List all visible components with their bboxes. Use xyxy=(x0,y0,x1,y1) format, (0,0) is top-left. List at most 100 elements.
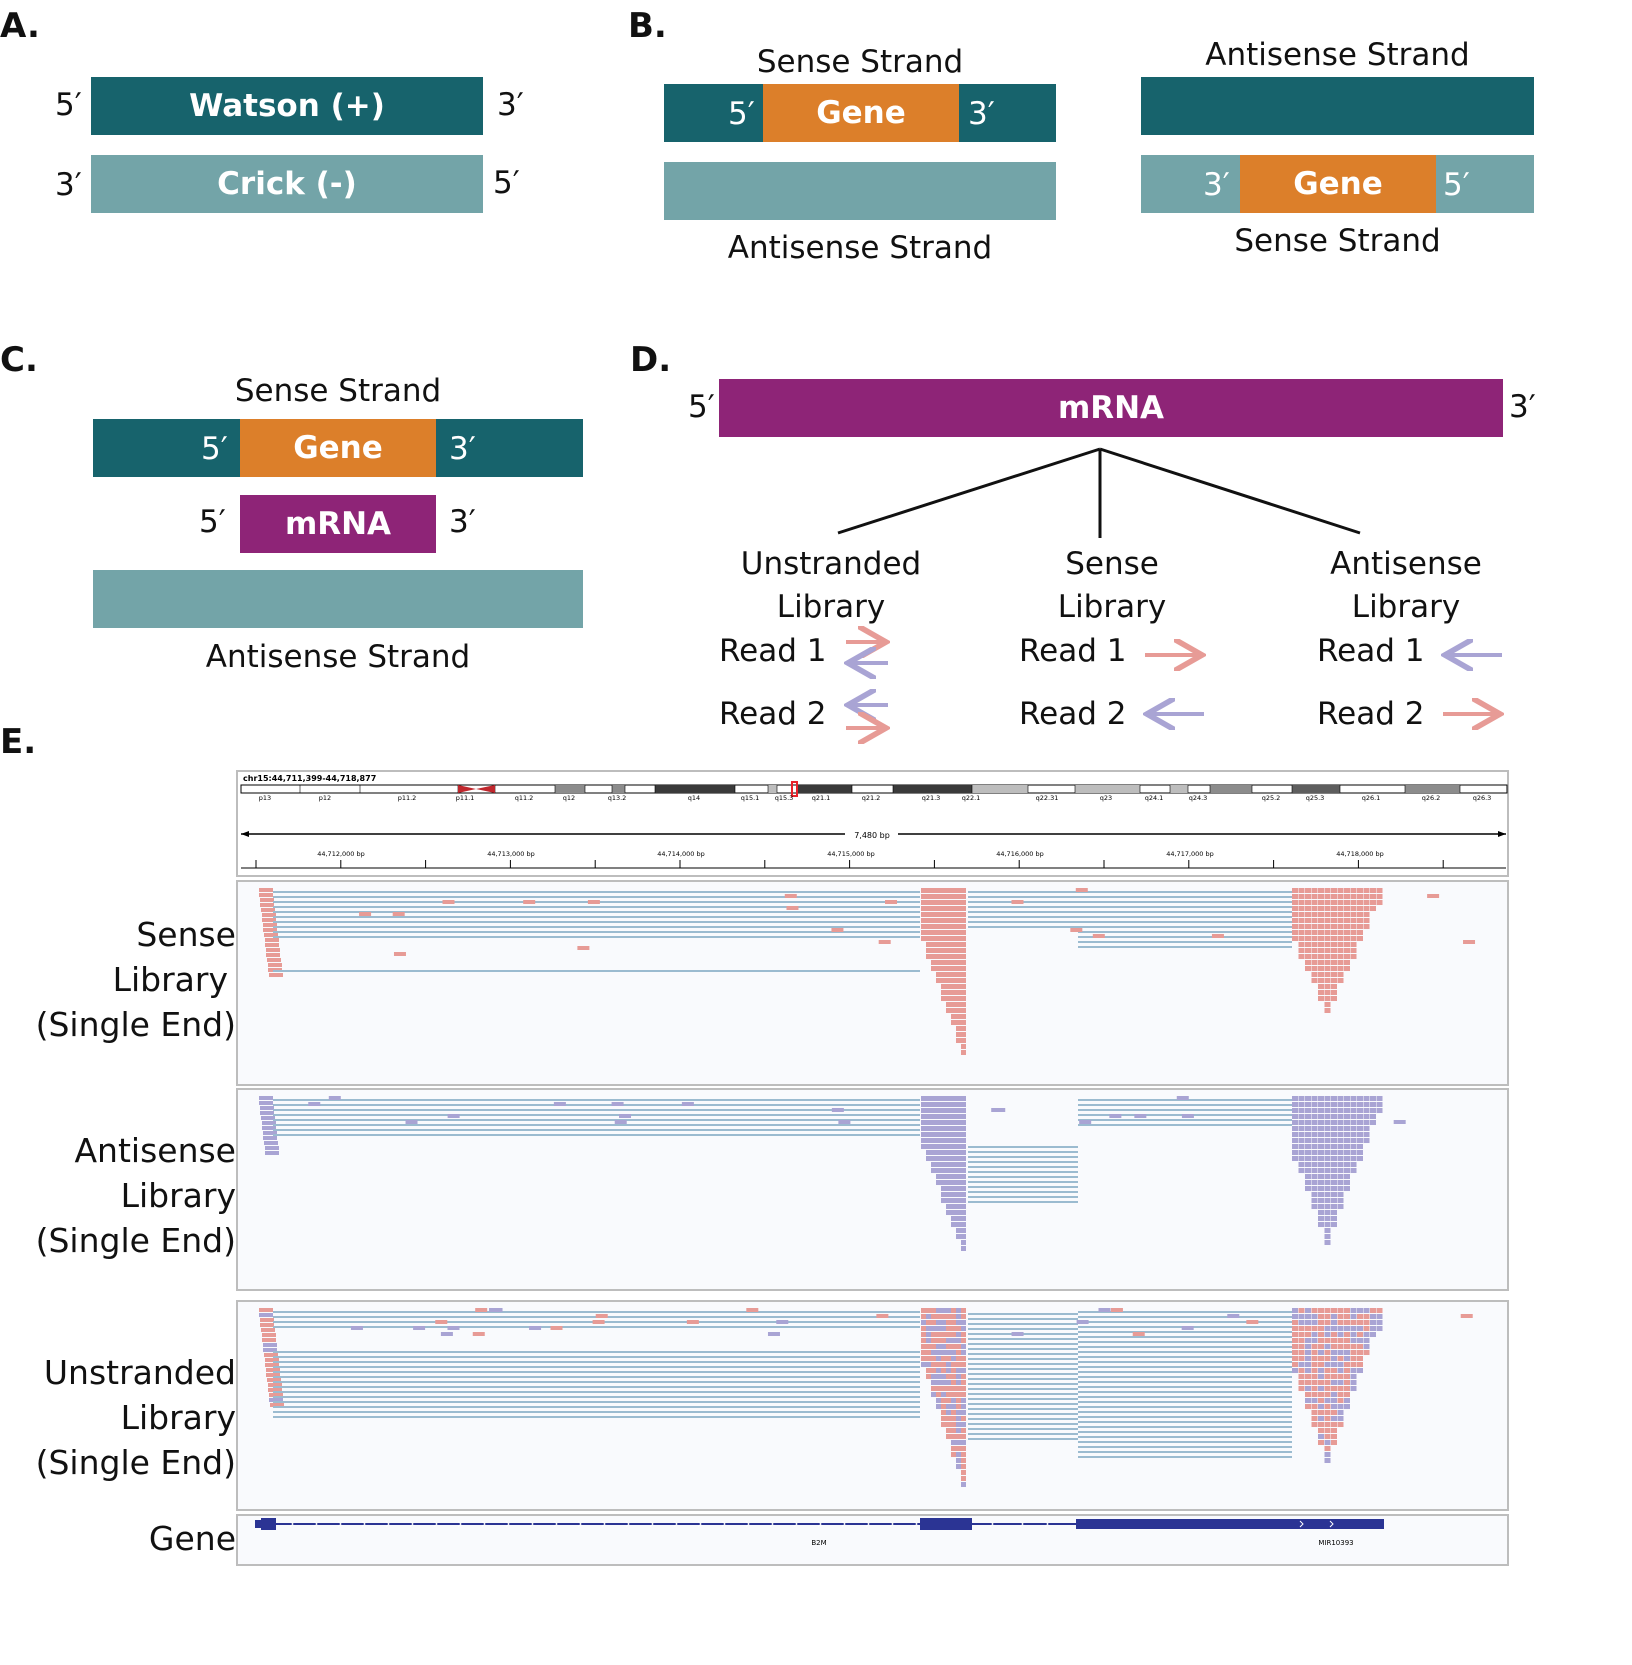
read xyxy=(941,1320,946,1325)
read xyxy=(946,1308,951,1313)
panel-d-mrna-3prime: 3′ xyxy=(1509,389,1536,425)
read xyxy=(951,960,956,965)
read xyxy=(1331,1422,1337,1427)
panel-b-left-5prime: 5′ xyxy=(728,96,755,132)
read xyxy=(921,1144,926,1149)
read xyxy=(926,1132,931,1137)
read xyxy=(931,924,936,929)
read xyxy=(269,1398,283,1402)
read xyxy=(951,1308,956,1313)
read xyxy=(941,1192,946,1197)
read xyxy=(1305,1150,1311,1155)
read xyxy=(931,954,936,959)
read xyxy=(1344,966,1350,971)
crick-3prime: 3′ xyxy=(55,167,82,203)
read xyxy=(1305,954,1311,959)
read xyxy=(946,1320,951,1325)
read xyxy=(993,1108,1006,1112)
read xyxy=(1363,894,1370,899)
read xyxy=(946,960,951,965)
read xyxy=(931,1114,936,1119)
read xyxy=(1318,1144,1324,1149)
read xyxy=(941,1126,946,1131)
read xyxy=(1318,1096,1324,1101)
read xyxy=(1318,900,1324,905)
read xyxy=(1337,1332,1344,1337)
read xyxy=(961,996,966,1001)
cytoband-shade xyxy=(612,785,625,793)
read xyxy=(936,1108,941,1113)
read xyxy=(1344,1380,1350,1385)
read xyxy=(1350,1380,1357,1385)
read xyxy=(951,1216,956,1221)
unstranded-track-label-line3: (Single End) xyxy=(35,1443,236,1482)
read xyxy=(1318,1332,1324,1337)
read xyxy=(1350,1114,1357,1119)
read xyxy=(1337,954,1344,959)
read xyxy=(946,984,951,989)
read xyxy=(1292,912,1298,917)
read xyxy=(1311,1398,1318,1403)
read xyxy=(1318,1350,1324,1355)
read xyxy=(1350,1150,1357,1155)
read xyxy=(956,1108,961,1113)
read xyxy=(1324,1002,1331,1007)
read xyxy=(1292,1368,1298,1373)
read xyxy=(1311,1338,1318,1343)
read xyxy=(961,1404,966,1409)
read xyxy=(1318,1168,1324,1173)
span-arrow-right xyxy=(1498,831,1506,837)
read xyxy=(1292,1356,1298,1361)
read xyxy=(1324,918,1331,923)
read xyxy=(956,1452,961,1457)
read xyxy=(961,900,966,905)
read xyxy=(270,1403,284,1407)
read xyxy=(1324,1138,1331,1143)
read xyxy=(1324,996,1331,1001)
read xyxy=(1363,1096,1370,1101)
read xyxy=(359,912,372,916)
read xyxy=(931,1380,936,1385)
read xyxy=(1324,1452,1331,1457)
read xyxy=(1311,936,1318,941)
read xyxy=(931,1356,936,1361)
read xyxy=(1344,1338,1350,1343)
read xyxy=(951,1410,956,1415)
read xyxy=(1305,1356,1311,1361)
read xyxy=(1363,1126,1370,1131)
cytoband-shade xyxy=(893,785,972,793)
read xyxy=(1318,1344,1324,1349)
read xyxy=(956,1398,961,1403)
cytoband-shade xyxy=(555,785,585,793)
locus-marker xyxy=(791,781,798,797)
read xyxy=(951,1174,956,1179)
read xyxy=(936,900,941,905)
read xyxy=(951,1368,956,1373)
read xyxy=(1305,942,1311,947)
strand-chevron xyxy=(1044,1520,1049,1528)
read xyxy=(1311,1120,1318,1125)
read xyxy=(1370,1308,1376,1313)
strand-chevron xyxy=(289,1520,294,1528)
read xyxy=(961,1210,966,1215)
read xyxy=(936,1380,941,1385)
read xyxy=(961,1132,966,1137)
gene-exon-2-utr xyxy=(952,1520,972,1528)
read xyxy=(956,906,961,911)
read xyxy=(1305,1344,1311,1349)
read xyxy=(1318,954,1324,959)
panel-c-mrna-5prime: 5′ xyxy=(199,504,226,540)
read xyxy=(1311,1314,1318,1319)
read xyxy=(926,1120,931,1125)
strand-chevron xyxy=(529,1520,534,1528)
read xyxy=(1376,1320,1383,1325)
read xyxy=(1331,1416,1337,1421)
read xyxy=(941,1368,946,1373)
read xyxy=(1305,1308,1311,1313)
strand-chevron xyxy=(457,1520,462,1528)
read xyxy=(946,942,951,947)
panel-b-left-bottom-title: Antisense Strand xyxy=(727,230,993,266)
read-arrows xyxy=(0,0,1632,760)
read xyxy=(1134,1114,1147,1118)
